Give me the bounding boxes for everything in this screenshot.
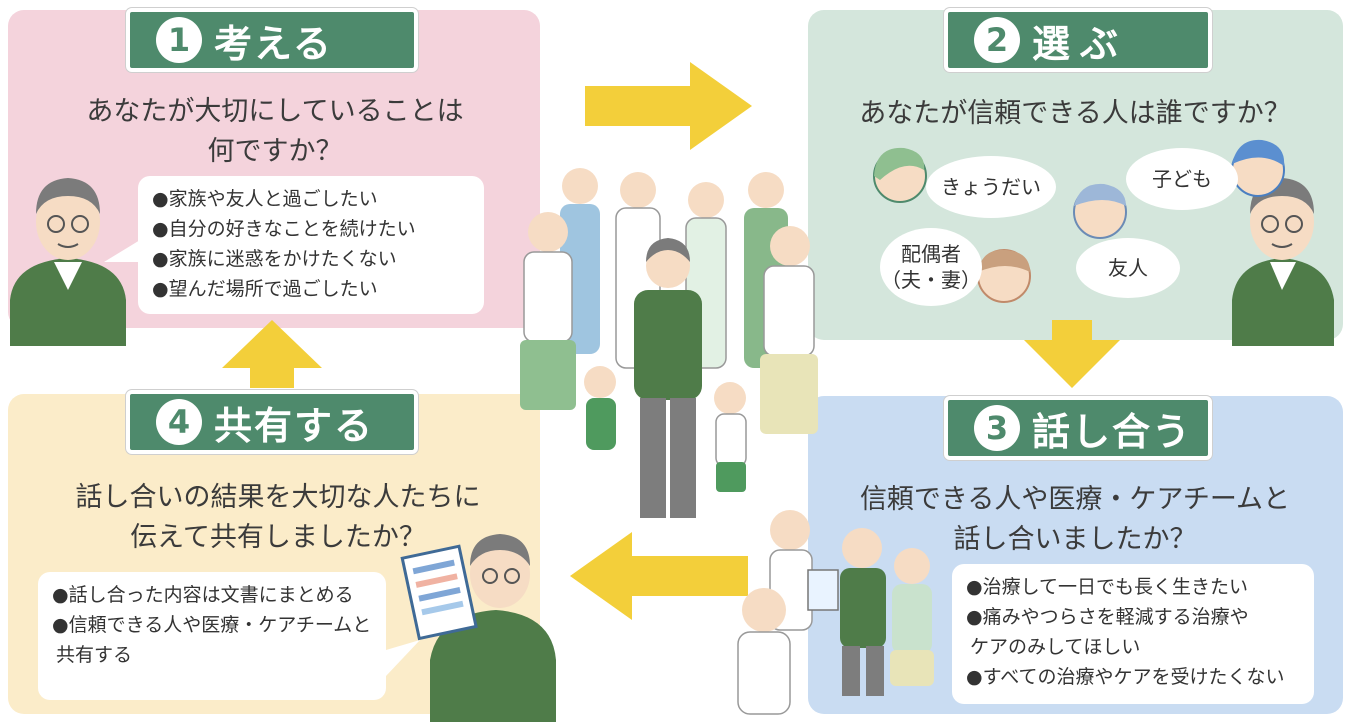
arrow-up-icon	[222, 320, 322, 388]
list-item: ●話し合った内容は文書にまとめる	[52, 584, 354, 606]
list-item: ●家族や友人と過ごしたい	[152, 188, 378, 210]
bubble-siblings-label: きょうだい	[941, 175, 1041, 199]
bubble-tail	[104, 240, 140, 262]
bubble-spouse: 配偶者 （夫・妻）	[880, 228, 982, 306]
step4-question: 話し合いの結果を大切な人たちに 伝えて共有しましたか？	[75, 482, 481, 553]
list-item: ●望んだ場所で過ごしたい	[152, 278, 378, 300]
bubble-friend: 友人	[1076, 238, 1180, 298]
bubble-tail	[1250, 596, 1314, 620]
step3-items: ●治療して一日でも長く生きたい ●痛みやつらさを軽減する治療や ケアのみしてほし…	[952, 564, 1314, 704]
consultation-illustration	[737, 510, 934, 715]
step4-number: 4	[156, 399, 202, 445]
list-item: ケアのみしてほしい	[970, 636, 1141, 658]
step1-number: 1	[156, 17, 202, 63]
bubble-tail	[386, 640, 420, 676]
list-item: 共有する	[56, 644, 133, 666]
arrow-down-icon	[1024, 320, 1120, 388]
list-item: ●治療して一日でも長く生きたい	[966, 576, 1249, 598]
step4-items: ●話し合った内容は文書にまとめる ●信頼できる人や医療・ケアチームと 共有する	[38, 572, 386, 700]
bubble-siblings: きょうだい	[926, 156, 1056, 218]
friend-face-icon	[1073, 183, 1127, 239]
bubble-spouse-label: 配偶者	[901, 242, 961, 266]
elderly-man-icon	[1232, 178, 1334, 346]
bubble-spouse-sub: （夫・妻）	[881, 268, 981, 292]
list-item: ●信頼できる人や医療・ケアチームと	[52, 614, 372, 636]
list-item: ●痛みやつらさを軽減する治療や	[966, 606, 1249, 628]
step3-title-text: 話し合う	[1032, 409, 1193, 454]
step2-title: 2 選ぶ	[944, 8, 1212, 72]
man-with-document-icon	[400, 534, 556, 722]
step2-title-text: 選ぶ	[1032, 21, 1129, 66]
step4-title: 4 共有する	[126, 390, 418, 454]
list-item: ●すべての治療やケアを受けたくない	[966, 666, 1285, 688]
step3-number: 3	[974, 405, 1020, 451]
bubble-children: 子ども	[1126, 148, 1238, 210]
child-face-icon	[1231, 139, 1285, 197]
step3-question: 信頼できる人や医療・ケアチームと 話し合いましたか？	[859, 484, 1291, 555]
elderly-man-icon	[10, 178, 126, 346]
bubble-friend-label: 友人	[1108, 256, 1148, 280]
step4-title-text: 共有する	[214, 403, 375, 448]
list-item: ●家族に迷惑をかけたくない	[152, 248, 397, 270]
step3-title: 3 話し合う	[944, 396, 1212, 460]
step1-items: ●家族や友人と過ごしたい ●自分の好きなことを続けたい ●家族に迷惑をかけたくな…	[138, 176, 484, 314]
step1-title: 1 考える	[126, 8, 418, 72]
people-group-illustration	[520, 168, 818, 518]
step2-question: あなたが信頼できる人は誰ですか？	[859, 98, 1291, 129]
list-item: ●自分の好きなことを続けたい	[152, 218, 416, 240]
bubble-children-label: 子ども	[1152, 167, 1212, 191]
step1-title-text: 考える	[214, 21, 333, 66]
step1-question: あなたが大切にしていることは 何ですか？	[86, 96, 464, 167]
arrow-right-icon	[585, 62, 752, 150]
arrow-left-icon	[570, 532, 748, 620]
sibling-face-icon	[873, 147, 927, 203]
spouse-face-icon	[977, 249, 1031, 303]
step2-number: 2	[974, 17, 1020, 63]
